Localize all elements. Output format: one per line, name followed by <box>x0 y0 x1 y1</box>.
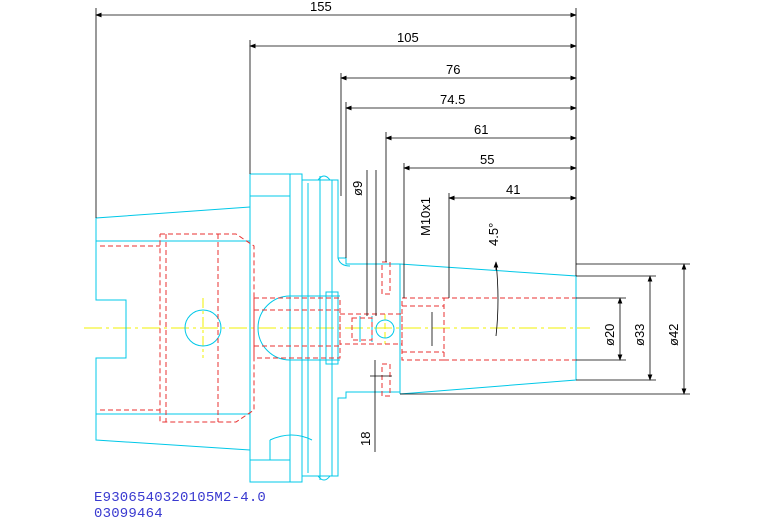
dim-105: 105 <box>397 30 419 45</box>
dimension-lines <box>95 8 690 452</box>
tool-holder-outline <box>95 173 577 483</box>
dim-18: 18 <box>358 432 373 446</box>
part-code: 03099464 <box>94 506 163 522</box>
dim-74-5: 74.5 <box>440 92 465 107</box>
dim-thread: M10x1 <box>418 197 433 236</box>
part-number: E9306540320105M2-4.0 <box>94 490 267 506</box>
dim-dia-42: ø42 <box>666 324 681 346</box>
dim-55: 55 <box>480 152 494 167</box>
hidden-lines <box>100 233 576 423</box>
dim-angle: 4.5° <box>486 223 501 246</box>
dim-41: 41 <box>506 182 520 197</box>
dim-dia-9: ø9 <box>350 181 365 196</box>
dim-dia-20: ø20 <box>602 324 617 346</box>
dim-155: 155 <box>310 0 332 14</box>
dim-dia-33: ø33 <box>632 324 647 346</box>
centerline <box>84 298 590 358</box>
dim-76: 76 <box>446 62 460 77</box>
dimension-labels: 155 105 76 74.5 61 55 41 ø9 M10x1 4.5° 1… <box>310 0 681 446</box>
dim-61: 61 <box>474 122 488 137</box>
